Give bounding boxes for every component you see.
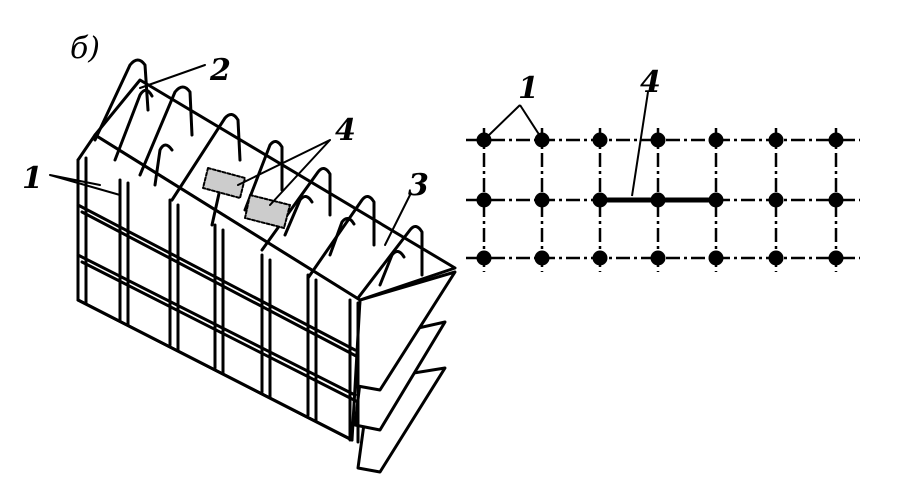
grid-node [708,132,724,148]
top-loop [306,195,376,280]
label-3: 3 [408,168,429,203]
vertical-post [213,223,225,375]
grid-node [708,192,724,208]
top-loop [170,113,242,202]
leader-line-1 [49,174,121,196]
top-loop [153,143,174,187]
figure-label: б) [70,31,100,66]
grid-nodes [476,132,844,266]
grid-node [828,132,844,148]
grid-node [592,192,608,208]
grid-node [592,250,608,266]
top-loop [356,225,424,300]
grid-node [708,250,724,266]
label-1-right: 1 [518,71,539,106]
label-2: 2 [209,53,231,88]
horizontal-bar [76,298,354,442]
vertical-post [348,298,360,444]
grid-node [534,250,550,266]
grid-node [476,192,492,208]
top-loop [243,140,284,212]
grid-node [650,250,666,266]
top-loop [378,250,406,287]
grid-node [476,132,492,148]
isometric-cage-view [49,58,457,474]
vertical-post [260,253,272,399]
spacer-pad [244,194,291,229]
leader-line-4-right [631,91,649,197]
vertical-post [118,178,130,327]
leader-line-1-right [487,104,541,137]
grid-node [768,132,784,148]
label-4-right: 4 [640,65,661,100]
vertical-post [306,273,318,422]
leader-line-2 [139,64,206,89]
spacer-pad [202,167,246,199]
label-1: 1 [22,161,43,196]
grid-node [768,192,784,208]
grid-node [828,250,844,266]
top-loop [93,58,150,142]
grid-node [650,192,666,208]
top-loop [113,88,154,162]
grid-node [828,192,844,208]
top-loop [138,85,194,177]
leader-line-4 [237,139,331,206]
grid-node [534,132,550,148]
grid-node [768,250,784,266]
grid-node [650,132,666,148]
plan-grid-view [466,91,860,272]
grid-node [592,132,608,148]
top-loop [283,195,314,237]
grid-node [476,250,492,266]
vertical-post [168,198,180,352]
top-loop [260,167,332,252]
label-4: 4 [335,113,356,148]
leader-line-3 [384,194,411,246]
grid-node [534,192,550,208]
top-loop [328,217,356,257]
